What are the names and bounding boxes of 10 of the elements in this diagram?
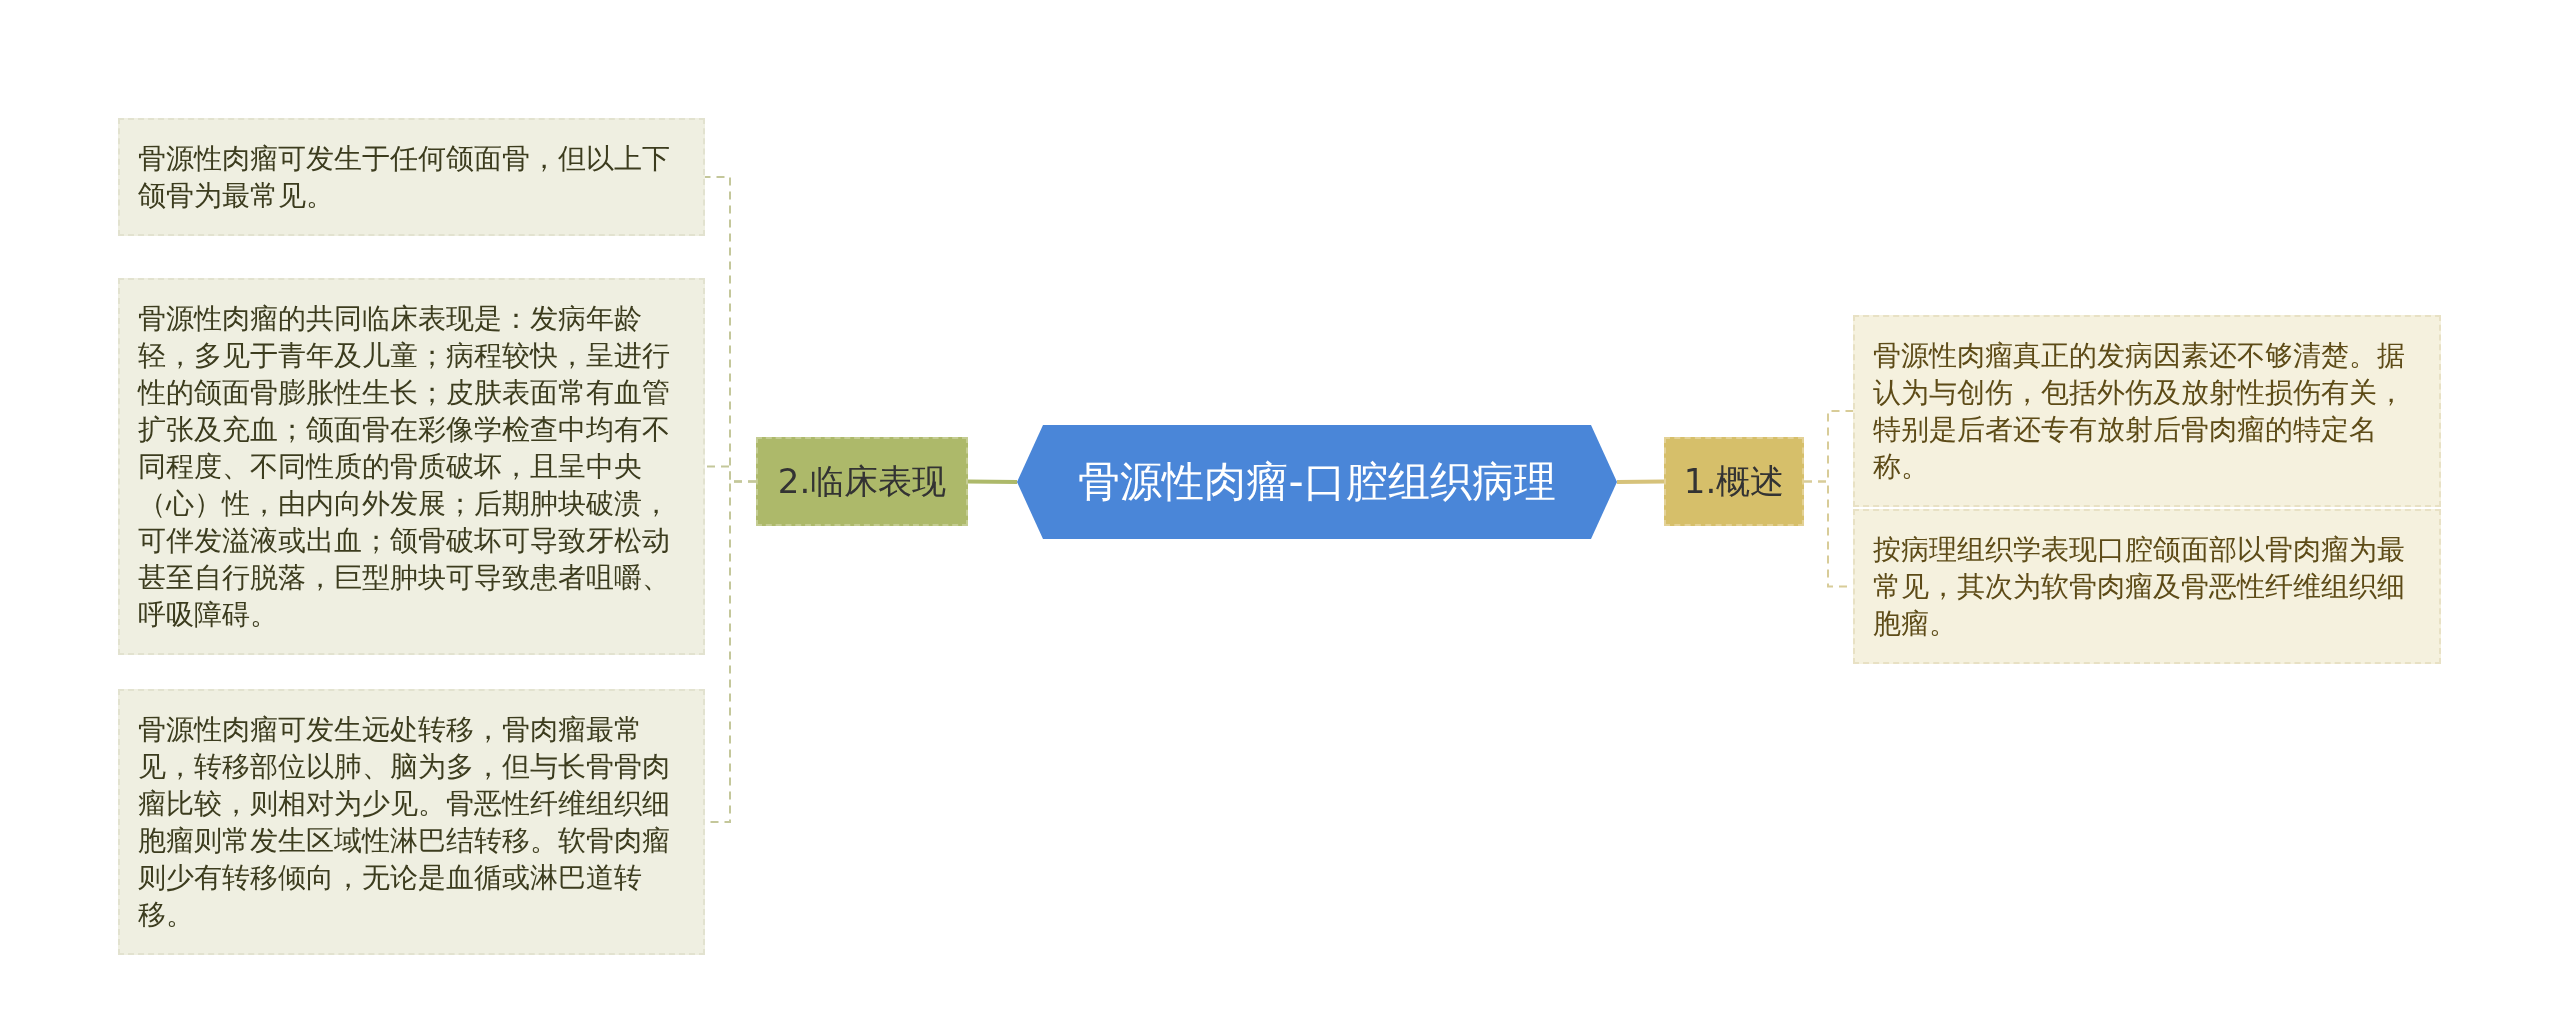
branch-box: 2.临床表现 bbox=[756, 437, 968, 526]
note-box: 骨源性肉瘤真正的发病因素还不够清楚。据认为与创伤，包括外伤及放射性损伤有关，特别是后者还专有放射后骨肉瘤的特定名称。 bbox=[1853, 315, 2441, 507]
note-box: 骨源性肉瘤可发生远处转移，骨肉瘤最常见，转移部位以肺、脑为多，但与长骨骨肉瘤比较，则相对为少见。骨恶性纤维组织细胞瘤则常发生区域性淋巴结转移。软骨肉瘤则少有转移倾向，无论是血循或淋巴道转移。 bbox=[118, 689, 705, 955]
note-box: 按病理组织学表现口腔颌面部以骨肉瘤为最常见，其次为软骨肉瘤及骨恶性纤维组织细胞瘤。 bbox=[1853, 509, 2441, 664]
connector-line bbox=[1616, 479, 1665, 484]
note-box: 骨源性肉瘤的共同临床表现是：发病年龄轻，多见于青年及儿童；病程较快，呈进行性的颌面骨膨胀性生长；皮肤表面常有血管扩张及充血；颌面骨在彩像学检查中均有不同程度、不同性质的骨质破坏，且呈中央（心）性，由内向外发展；后期肿块破溃，可伴发溢液或出血；颌骨破坏可导致牙松动甚至自行脱落，巨型肿块可导致患者咀嚼、呼吸障碍。 bbox=[118, 278, 705, 655]
branch-box: 1.概述 bbox=[1664, 437, 1804, 526]
connector-line bbox=[967, 479, 1018, 484]
topic-hexagon: 骨源性肉瘤-口腔组织病理 bbox=[1017, 425, 1617, 539]
note-box: 骨源性肉瘤可发生于任何颌面骨，但以上下颌骨为最常见。 bbox=[118, 118, 705, 236]
